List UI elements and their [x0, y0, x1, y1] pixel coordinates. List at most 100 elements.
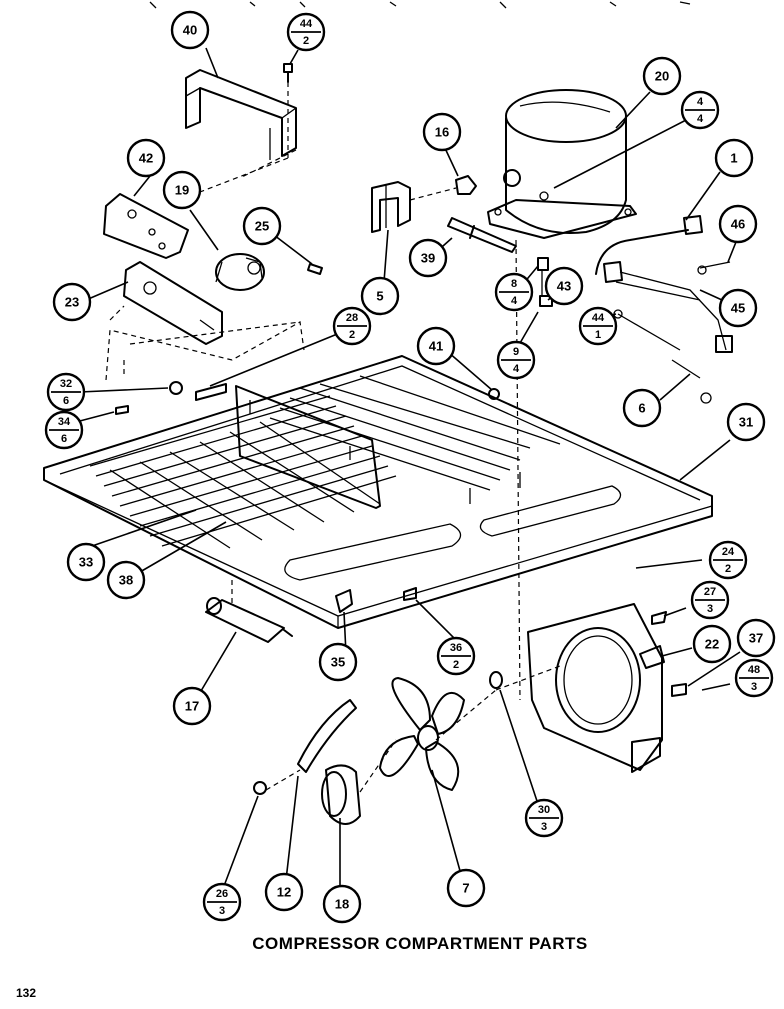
callout-number: 28: [346, 312, 358, 324]
callout-circle: [242, 206, 282, 246]
callout-17: 17: [172, 686, 212, 726]
callout-circle: [318, 642, 358, 682]
callout-number: 20: [655, 69, 669, 84]
callout-44-1: 441: [578, 306, 618, 346]
callout-number: 16: [435, 125, 449, 140]
bracket-40: [185, 69, 297, 160]
callout-30-3: 303: [524, 798, 564, 838]
fan-shroud-22: [527, 603, 665, 773]
callout-circle: [714, 138, 754, 178]
callout-18: 18: [322, 884, 362, 924]
callout-12: 12: [264, 872, 304, 912]
callout-number: 18: [335, 897, 349, 912]
callout-circle: [718, 288, 758, 328]
callout-circle: [726, 402, 766, 442]
callout-45: 45: [718, 288, 758, 328]
callout-number: 39: [421, 251, 435, 266]
callout-number: 48: [748, 664, 760, 676]
callout-number: 31: [739, 415, 753, 430]
callout-number: 34: [58, 416, 71, 428]
callout-number: 38: [119, 573, 133, 588]
callout-quantity: 2: [349, 329, 355, 341]
callout-circle: [544, 266, 584, 306]
callout-40: 40: [170, 10, 210, 50]
callout-number: 32: [60, 378, 72, 390]
callout-number: 6: [638, 401, 645, 416]
callout-23: 23: [52, 282, 92, 322]
callout-7: 7: [446, 868, 486, 908]
callout-quantity: 6: [61, 433, 67, 445]
wiring-harness: [595, 215, 733, 404]
callout-circle: [408, 238, 448, 278]
fan-motor-18: [321, 764, 361, 825]
callout-circle: [736, 618, 776, 658]
callout-number: 41: [429, 339, 443, 354]
condenser-coil: [89, 375, 561, 549]
callout-44-2: 442: [286, 12, 326, 52]
callout-48-3: 483: [734, 658, 774, 698]
callout-42: 42: [126, 138, 166, 178]
callout-4-4: 44: [680, 90, 720, 130]
callout-number: 36: [450, 642, 462, 654]
callout-quantity: 2: [725, 563, 731, 575]
callout-number: 12: [277, 885, 291, 900]
callout-32-6: 326: [46, 372, 86, 412]
callout-quantity: 4: [511, 295, 518, 307]
callout-quantity: 4: [513, 363, 520, 375]
callout-number: 24: [722, 546, 735, 558]
callout-circle: [622, 388, 662, 428]
callout-5: 5: [360, 276, 400, 316]
base-pan-31: [43, 355, 713, 629]
callout-39: 39: [408, 238, 448, 278]
callout-33: 33: [66, 542, 106, 582]
drier-17: [205, 597, 293, 643]
callout-number: 9: [513, 346, 519, 358]
callout-number: 22: [705, 637, 719, 652]
callout-number: 45: [731, 301, 745, 316]
callout-43: 43: [544, 266, 584, 306]
diagram-title: COMPRESSOR COMPARTMENT PARTS: [252, 934, 588, 953]
callout-20: 20: [642, 56, 682, 96]
callout-number: 26: [216, 888, 228, 900]
callout-number: 23: [65, 295, 79, 310]
callout-number: 40: [183, 23, 197, 38]
callout-number: 42: [139, 151, 153, 166]
callout-number: 1: [730, 151, 737, 166]
callout-37: 37: [736, 618, 776, 658]
callout-circle: [718, 204, 758, 244]
callout-circle: [446, 868, 486, 908]
callout-circle: [66, 542, 106, 582]
callout-quantity: 3: [541, 821, 547, 833]
callout-28-2: 282: [332, 306, 372, 346]
callout-22: 22: [692, 624, 732, 664]
callout-26-3: 263: [202, 882, 242, 922]
bracket-42: [103, 193, 189, 259]
callout-41: 41: [416, 326, 456, 366]
callout-number: 19: [175, 183, 189, 198]
callout-circle: [360, 276, 400, 316]
callout-quantity: 4: [697, 113, 704, 125]
exploded-view-drawing: [43, 1, 741, 896]
callout-circle: [162, 170, 202, 210]
callout-number: 35: [331, 655, 345, 670]
relay-19: [215, 253, 265, 291]
callout-circle: [264, 872, 304, 912]
callout-16: 16: [422, 112, 462, 152]
callout-circle: [170, 10, 210, 50]
plate-23: [123, 261, 223, 345]
callout-quantity: 3: [219, 905, 225, 917]
callout-number: 25: [255, 219, 269, 234]
callout-number: 8: [511, 278, 517, 290]
callout-8-4: 84: [494, 272, 534, 312]
callout-31: 31: [726, 402, 766, 442]
callout-circle: [106, 560, 146, 600]
callout-38: 38: [106, 560, 146, 600]
callout-circle: [52, 282, 92, 322]
bracket-5: [371, 181, 411, 233]
callout-quantity: 6: [63, 395, 69, 407]
fan-blade-7: [379, 677, 465, 791]
callout-24-2: 242: [708, 540, 748, 580]
callout-number: 5: [376, 289, 383, 304]
callout-quantity: 2: [453, 659, 459, 671]
